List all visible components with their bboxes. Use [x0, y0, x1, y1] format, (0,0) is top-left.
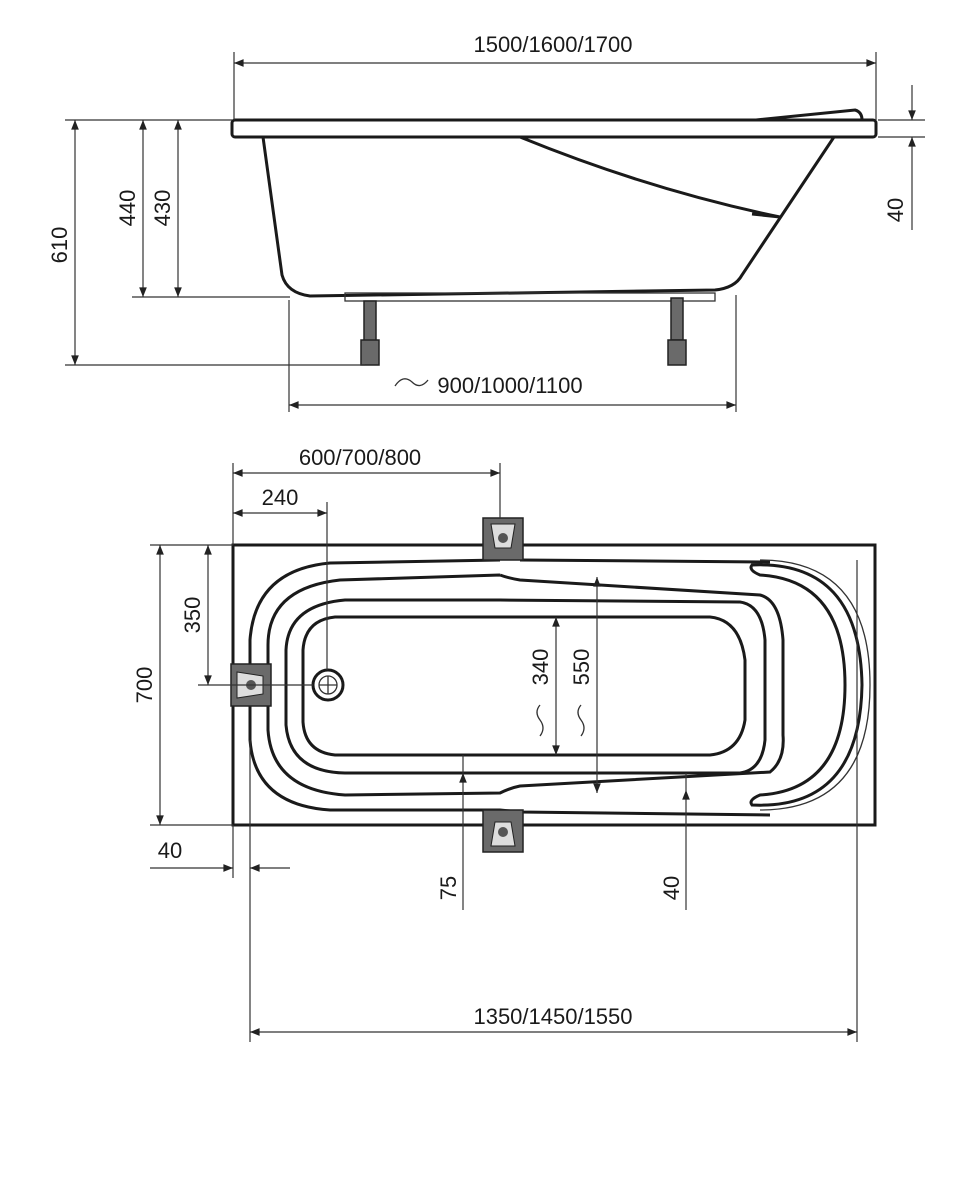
second-contour	[266, 573, 785, 797]
dim-edge-offset: 40	[158, 838, 182, 863]
dim-total-length: 1500/1600/1700	[473, 32, 632, 57]
headrest-profile	[755, 108, 864, 122]
dim-height-440: 440	[115, 190, 140, 227]
bracket-bottom	[482, 809, 524, 853]
tub-body	[261, 136, 836, 298]
tub-rim	[230, 118, 878, 139]
dim-total-width: 700	[132, 667, 157, 704]
dim-depth-430: 430	[150, 190, 175, 227]
approx-tilde-icon	[536, 704, 544, 737]
third-contour	[284, 598, 767, 775]
bracket-top	[482, 517, 524, 561]
backrest-line	[519, 135, 781, 219]
inner-floor	[301, 615, 747, 757]
base-frame	[344, 292, 716, 302]
headrest	[749, 563, 864, 807]
top-view: 600/700/800 240 350 700 40 340 550 75 40…	[132, 445, 877, 1042]
leg-left	[360, 300, 380, 366]
dim-bracket-offset: 600/700/800	[299, 445, 421, 470]
dim-side-75: 75	[436, 876, 461, 900]
approx-tilde-icon	[577, 704, 585, 737]
drain-icon	[311, 668, 345, 702]
dim-rim-thickness: 40	[883, 198, 908, 222]
dim-inner-550: 550	[569, 649, 594, 686]
dim-inner-length: 1350/1450/1550	[473, 1004, 632, 1029]
dim-drain-offset: 240	[262, 485, 299, 510]
dim-half-width: 350	[180, 597, 205, 634]
dim-side-40: 40	[659, 876, 684, 900]
dim-leg-spacing: 900/1000/1100	[437, 373, 582, 398]
dim-total-height: 610	[47, 227, 72, 264]
approx-tilde-icon	[394, 378, 429, 387]
dim-inner-340: 340	[528, 649, 553, 686]
leg-right	[667, 297, 687, 366]
side-view: 1500/1600/1700 610 440 430 40 900/1000/1…	[47, 32, 925, 412]
